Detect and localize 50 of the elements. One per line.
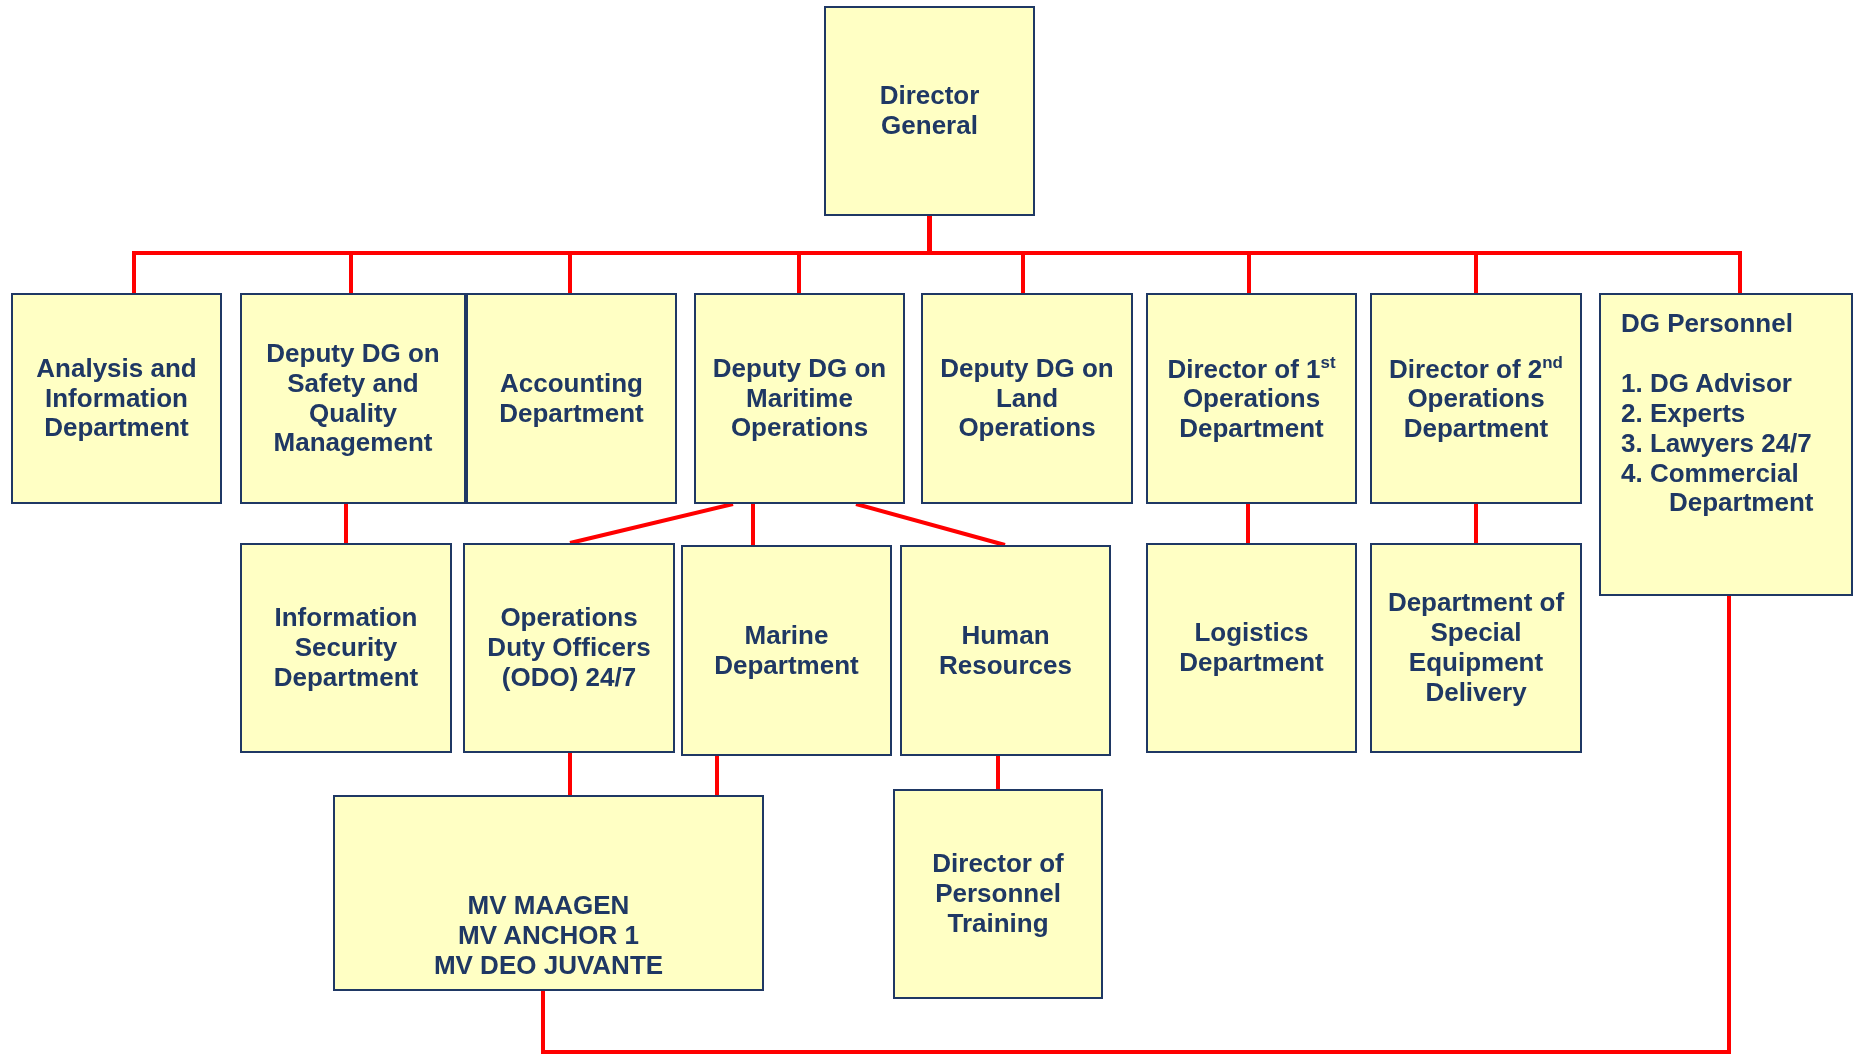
box-label: Deputy DG on Land Operations: [939, 353, 1115, 444]
connector-line: [1474, 504, 1478, 543]
list-item: 4. Commercial Department: [1621, 458, 1815, 519]
connector-line: [541, 596, 1731, 1054]
box-label: Logistics Department: [1178, 618, 1325, 678]
connector-line: [344, 504, 348, 543]
list-item: 1. DG Advisor: [1621, 368, 1793, 399]
org-box: [1370, 293, 1582, 504]
box-label: Director General: [878, 81, 981, 141]
box-label: MV ANCHOR 1: [457, 921, 640, 952]
box-label: MV MAAGEN: [467, 891, 630, 922]
box-label: Analysis and Information Department: [35, 353, 198, 444]
box-label: Human Resources: [938, 620, 1073, 681]
box-label: Department of Special Equipment Delivery: [1386, 588, 1566, 708]
box-label: Information Security Department: [272, 603, 420, 693]
connector-line: [569, 502, 734, 545]
box-label: Director of 1$^{st}$ Operations Department: [1166, 352, 1337, 445]
connector-line: [715, 756, 719, 795]
box-label: Director of 2$^{nd}$ Operations Department: [1388, 352, 1564, 445]
org-box: [921, 293, 1133, 504]
org-box: [681, 545, 892, 756]
org-box: [1146, 543, 1357, 753]
box-label: Operations Duty Officers (ODO) 24/7: [486, 603, 652, 693]
box-label: DG Personnel: [1621, 309, 1794, 339]
org-box: [1599, 293, 1853, 596]
org-box: [824, 6, 1035, 216]
org-box: [694, 293, 905, 504]
org-box: [1370, 543, 1582, 753]
box-label: Director of Personnel Training: [931, 849, 1065, 939]
list-item: 2. Experts: [1621, 398, 1747, 429]
box-label: MV DEO JUVANTE: [433, 951, 664, 981]
org-box: [240, 543, 452, 753]
connector-line: [1246, 504, 1250, 543]
org-box: [333, 795, 764, 991]
org-box: [240, 293, 466, 504]
org-box: [893, 789, 1103, 999]
org-box: [1146, 293, 1357, 504]
org-box: [11, 293, 222, 504]
connector-line: [751, 504, 755, 545]
box-label: Marine Department: [713, 620, 860, 681]
box-label: Deputy DG on Maritime Operations: [711, 353, 888, 444]
list-item: 3. Lawyers 24/7: [1621, 428, 1813, 459]
box-label: Deputy DG on Safety and Quality Management: [265, 338, 441, 459]
connector-line: [855, 502, 1006, 547]
org-box: [900, 545, 1111, 756]
box-label: Accounting Department: [498, 368, 645, 429]
connector-line: [568, 753, 572, 795]
connector-line: [996, 756, 1000, 789]
org-box: [466, 293, 677, 504]
org-box: [463, 543, 675, 753]
